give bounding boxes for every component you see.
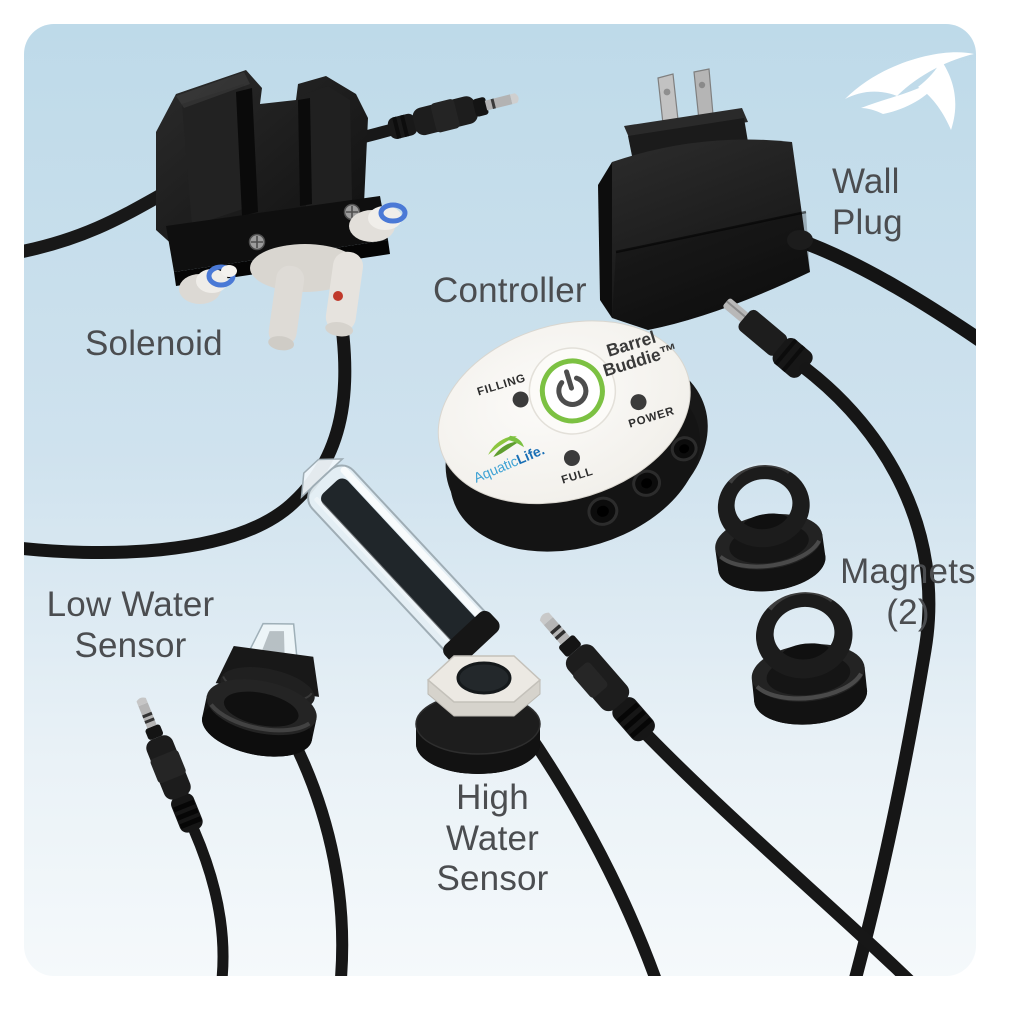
magnet-1 — [715, 462, 826, 592]
solenoid-base-plate — [166, 196, 388, 272]
high-water-sensor-assembly — [300, 458, 671, 976]
solenoid-pipe — [268, 265, 305, 351]
solenoid-screw — [248, 233, 266, 251]
low-sensor-body — [202, 622, 320, 757]
jack-tip — [509, 93, 519, 105]
magnet-ring-handle — [717, 465, 810, 548]
filling-led — [512, 391, 529, 408]
label-magnets: Magnets (2) — [840, 552, 976, 632]
high-sensor-tube — [300, 458, 500, 666]
wall-plug-assembly — [598, 68, 976, 976]
full-led — [563, 450, 580, 467]
label-high-water-sensor: High Water Sensor — [436, 778, 549, 899]
magnet-2 — [751, 589, 868, 725]
solenoid-fitting-left — [179, 264, 237, 304]
high-sensor-hex-nut — [426, 655, 542, 717]
logo-leaf-icon — [488, 436, 518, 455]
wall-plug-body — [612, 139, 810, 330]
solenoid-fitting-right — [349, 202, 408, 242]
power-icon — [556, 369, 589, 407]
solenoid-tubing — [24, 293, 352, 560]
controller-port — [587, 496, 619, 526]
barrel-connector-cable — [799, 362, 936, 976]
left-jack-plug — [136, 697, 203, 833]
fitting-blue-ring — [378, 202, 408, 224]
power-led — [630, 394, 647, 411]
aquaticlife-swoosh-icon — [845, 52, 974, 130]
low-water-sensor-assembly — [136, 622, 349, 976]
magnet-ring-handle — [756, 592, 853, 679]
right-jack-plug — [539, 612, 655, 742]
tube-inner-float — [321, 478, 478, 643]
solenoid-jack-plug — [387, 93, 519, 139]
low-sensor-cable — [282, 724, 349, 976]
controller-port — [632, 469, 662, 497]
solenoid-assembly — [24, 70, 519, 560]
power-button[interactable] — [519, 337, 626, 444]
label-wall-plug: Wall Plug — [832, 162, 903, 242]
controller-port — [670, 436, 698, 462]
label-controller: Controller — [433, 271, 587, 310]
fitting-red-clip — [333, 291, 343, 301]
left-jack-cable — [188, 824, 229, 976]
controller-device: FILLING Barrel Buddie™ AquaticLife. FULL — [437, 320, 708, 552]
right-jack-cable — [641, 729, 942, 976]
right-jack-assembly — [539, 612, 942, 976]
jack-metal-shaft — [484, 94, 513, 111]
jack-tip — [136, 697, 148, 707]
wall-plug-cord — [791, 233, 976, 365]
jack-tip — [539, 612, 553, 625]
label-solenoid: Solenoid — [85, 324, 223, 363]
label-low-water-sensor: Low Water Sensor — [46, 585, 215, 665]
solenoid-pipe — [325, 251, 364, 337]
